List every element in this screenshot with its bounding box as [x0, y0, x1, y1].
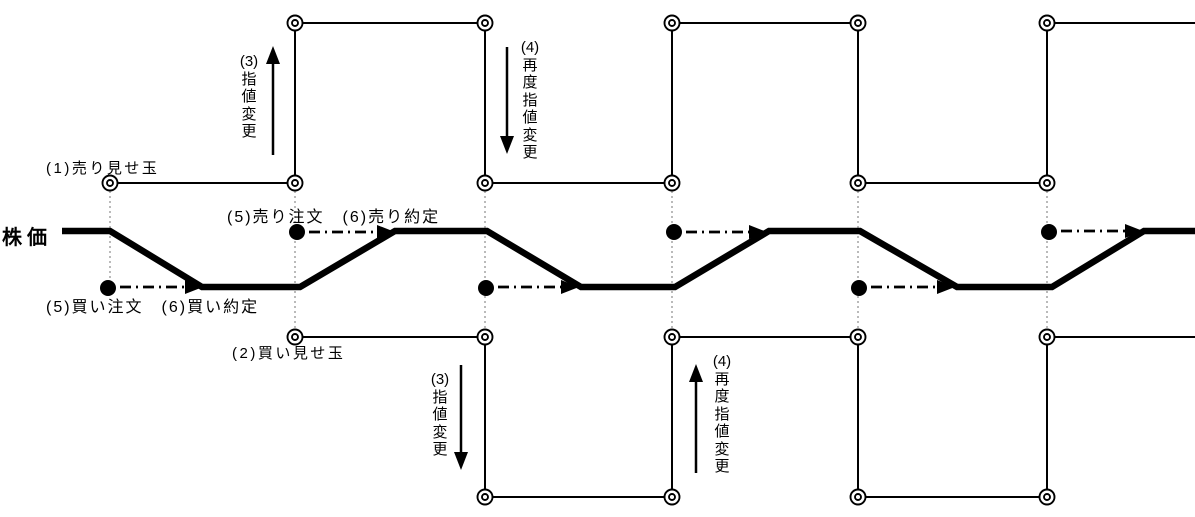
- spoof-order-node: [663, 174, 681, 192]
- real-order-dot: [1041, 224, 1057, 240]
- spoof-order-node: [663, 14, 681, 32]
- real-order-dot: [478, 280, 494, 296]
- real-order-dots: [100, 224, 1057, 296]
- order-execution-arrow: [686, 225, 767, 239]
- spoof-order-node: [476, 174, 494, 192]
- spoof-order-node: [476, 328, 494, 346]
- spoof-order-node: [286, 174, 304, 192]
- spoof-order-node: [1038, 14, 1056, 32]
- price-axis-label: 株価: [2, 227, 52, 249]
- spoof-order-node: [1038, 174, 1056, 192]
- buy-spoof-label: (2)買い見せ玉: [232, 345, 346, 362]
- spoof-order-node: [1038, 328, 1056, 346]
- spoof-order-node: [476, 488, 494, 506]
- limit-change-up-arrow: [689, 364, 703, 473]
- real-order-dot: [851, 280, 867, 296]
- limit-change-down-arrow: [454, 365, 468, 470]
- relimit-change-label-bottom: (4) 再 度 指 値 変 更: [712, 353, 732, 475]
- order-execution-arrow: [498, 280, 579, 294]
- spoof-order-node: [849, 488, 867, 506]
- spoof-order-node: [286, 328, 304, 346]
- spoof-order-node: [101, 174, 119, 192]
- spoof-order-node: [1038, 488, 1056, 506]
- limit-change-label-bottom: (3) 指 値 変 更: [430, 371, 450, 458]
- spoof-order-node: [663, 488, 681, 506]
- limit-change-up-arrow: [266, 46, 280, 155]
- upper-spoof-order-path: [110, 22, 1195, 184]
- limit-change-down-arrow: [500, 47, 514, 154]
- spoof-order-node: [849, 14, 867, 32]
- order-execution-arrow: [120, 280, 203, 294]
- real-order-dot: [666, 224, 682, 240]
- sell-order-execution-label: (5)売り注文 (6)売り約定: [227, 209, 441, 226]
- real-order-dot: [289, 224, 305, 240]
- spoof-order-node: [849, 174, 867, 192]
- sell-spoof-label: (1)売り見せ玉: [46, 160, 160, 177]
- guide-lines: [109, 191, 1048, 330]
- real-order-dot: [100, 280, 116, 296]
- price-line: [62, 227, 1195, 291]
- upper-spoof-order-nodes: [101, 14, 1056, 192]
- lower-spoof-order-path: [295, 336, 1195, 498]
- order-execution-arrows: [120, 224, 1143, 294]
- limit-change-arrows: [266, 46, 703, 473]
- order-execution-arrow: [1061, 224, 1143, 238]
- spoof-order-node: [849, 328, 867, 346]
- order-execution-arrow: [309, 225, 395, 239]
- relimit-change-label-top: (4) 再 度 指 値 変 更: [520, 39, 540, 161]
- lower-spoof-order-nodes: [286, 328, 1056, 506]
- buy-order-execution-label: (5)買い注文 (6)買い約定: [46, 299, 260, 316]
- spoof-order-node: [286, 14, 304, 32]
- limit-change-label-top: (3) 指 値 変 更: [239, 53, 259, 140]
- spoof-order-node: [663, 328, 681, 346]
- order-execution-arrow: [871, 280, 955, 294]
- spoof-order-node: [476, 14, 494, 32]
